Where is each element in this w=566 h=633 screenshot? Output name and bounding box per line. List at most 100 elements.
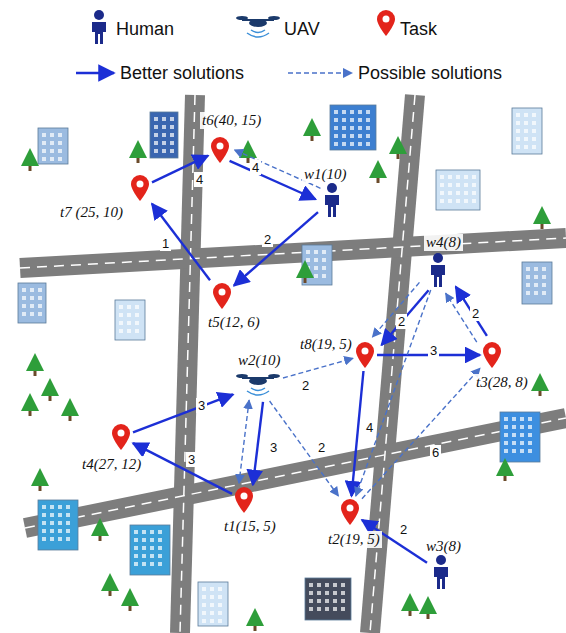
tree-crown — [296, 260, 314, 278]
building-body — [522, 262, 552, 304]
task-node: t3(28, 8) — [483, 342, 501, 368]
building-window — [154, 141, 158, 145]
task-pin — [211, 137, 229, 163]
building-window — [366, 110, 370, 114]
possible-solution-arrow — [372, 282, 419, 337]
building-body — [18, 283, 46, 323]
building-window — [322, 266, 326, 270]
building-window — [534, 291, 538, 295]
building-window — [58, 529, 62, 533]
building-window — [158, 546, 162, 550]
building-window — [58, 537, 62, 541]
building-window — [170, 141, 174, 145]
tree — [533, 206, 551, 229]
building-window — [448, 175, 452, 179]
edge-weight: 2 — [262, 232, 273, 247]
tree — [31, 468, 49, 491]
building-window — [162, 149, 166, 153]
tree — [303, 118, 321, 141]
building-window — [317, 591, 321, 595]
tree-crown — [121, 588, 139, 606]
building-window — [516, 137, 520, 141]
building-body — [38, 128, 68, 164]
building-body — [512, 108, 542, 154]
building — [18, 283, 46, 323]
building-window — [134, 530, 138, 534]
building-window — [58, 133, 62, 137]
building-window — [142, 546, 146, 550]
building-window — [119, 313, 123, 317]
legend-text: Human — [116, 18, 174, 40]
building-window — [218, 595, 222, 599]
building-window — [534, 283, 538, 287]
building-window — [322, 274, 326, 278]
building-window — [440, 175, 444, 179]
task-node: t2(19, 5) — [341, 499, 359, 525]
building-window — [162, 117, 166, 121]
building-window — [512, 441, 516, 445]
tree — [296, 260, 314, 283]
building-window — [170, 133, 174, 137]
building-window — [154, 133, 158, 137]
building-window — [504, 425, 508, 429]
building-window — [134, 546, 138, 550]
building-window — [350, 134, 354, 138]
tree — [91, 518, 109, 541]
edge-weight: 3 — [186, 452, 197, 467]
building-window — [58, 141, 62, 145]
building-window — [456, 199, 460, 203]
building-body — [305, 578, 351, 620]
building-window — [119, 321, 123, 325]
tree — [61, 398, 79, 421]
building-window — [42, 521, 46, 525]
building-window — [142, 562, 146, 566]
building-window — [158, 530, 162, 534]
building-window — [534, 275, 538, 279]
edge-weight: 2 — [470, 306, 481, 321]
building-window — [342, 118, 346, 122]
tree — [101, 573, 119, 596]
edge-weight: 2 — [396, 314, 407, 329]
building-window — [358, 134, 362, 138]
node-label: w1(10) — [302, 166, 349, 183]
building-window — [158, 562, 162, 566]
building-window — [333, 591, 337, 595]
edge-weight: 3 — [268, 440, 279, 455]
building-window — [448, 183, 452, 187]
task-pin — [131, 175, 149, 201]
human-icon — [427, 253, 449, 287]
building-window — [42, 133, 46, 137]
building-window — [542, 283, 546, 287]
legend-text: Possible solutions — [358, 62, 502, 84]
building-window — [50, 133, 54, 137]
building-window — [456, 191, 460, 195]
human-icon — [321, 183, 343, 217]
tree-crown — [21, 393, 39, 411]
building-window — [520, 425, 524, 429]
building — [38, 500, 78, 550]
tree-crown — [389, 136, 407, 154]
building-window — [218, 587, 222, 591]
building-window — [150, 546, 154, 550]
building-window — [524, 137, 528, 141]
building-body — [38, 500, 78, 550]
node-label: t6(40, 15) — [200, 112, 263, 129]
node-label: w3(8) — [424, 538, 463, 555]
road — [25, 418, 566, 528]
better-solution-arrow — [253, 402, 263, 485]
road — [180, 95, 195, 633]
building-window — [366, 134, 370, 138]
uav-worker-node: w2(10) — [236, 372, 280, 398]
building-window — [366, 118, 370, 122]
tree — [121, 588, 139, 611]
building-window — [524, 121, 528, 125]
task-node: t1(15, 5) — [235, 487, 253, 513]
building-window — [342, 110, 346, 114]
building-window — [472, 199, 476, 203]
building-window — [127, 305, 131, 309]
building-window — [50, 529, 54, 533]
building-window — [210, 611, 214, 615]
building-window — [334, 126, 338, 130]
tree — [419, 596, 437, 619]
building-window — [448, 199, 452, 203]
